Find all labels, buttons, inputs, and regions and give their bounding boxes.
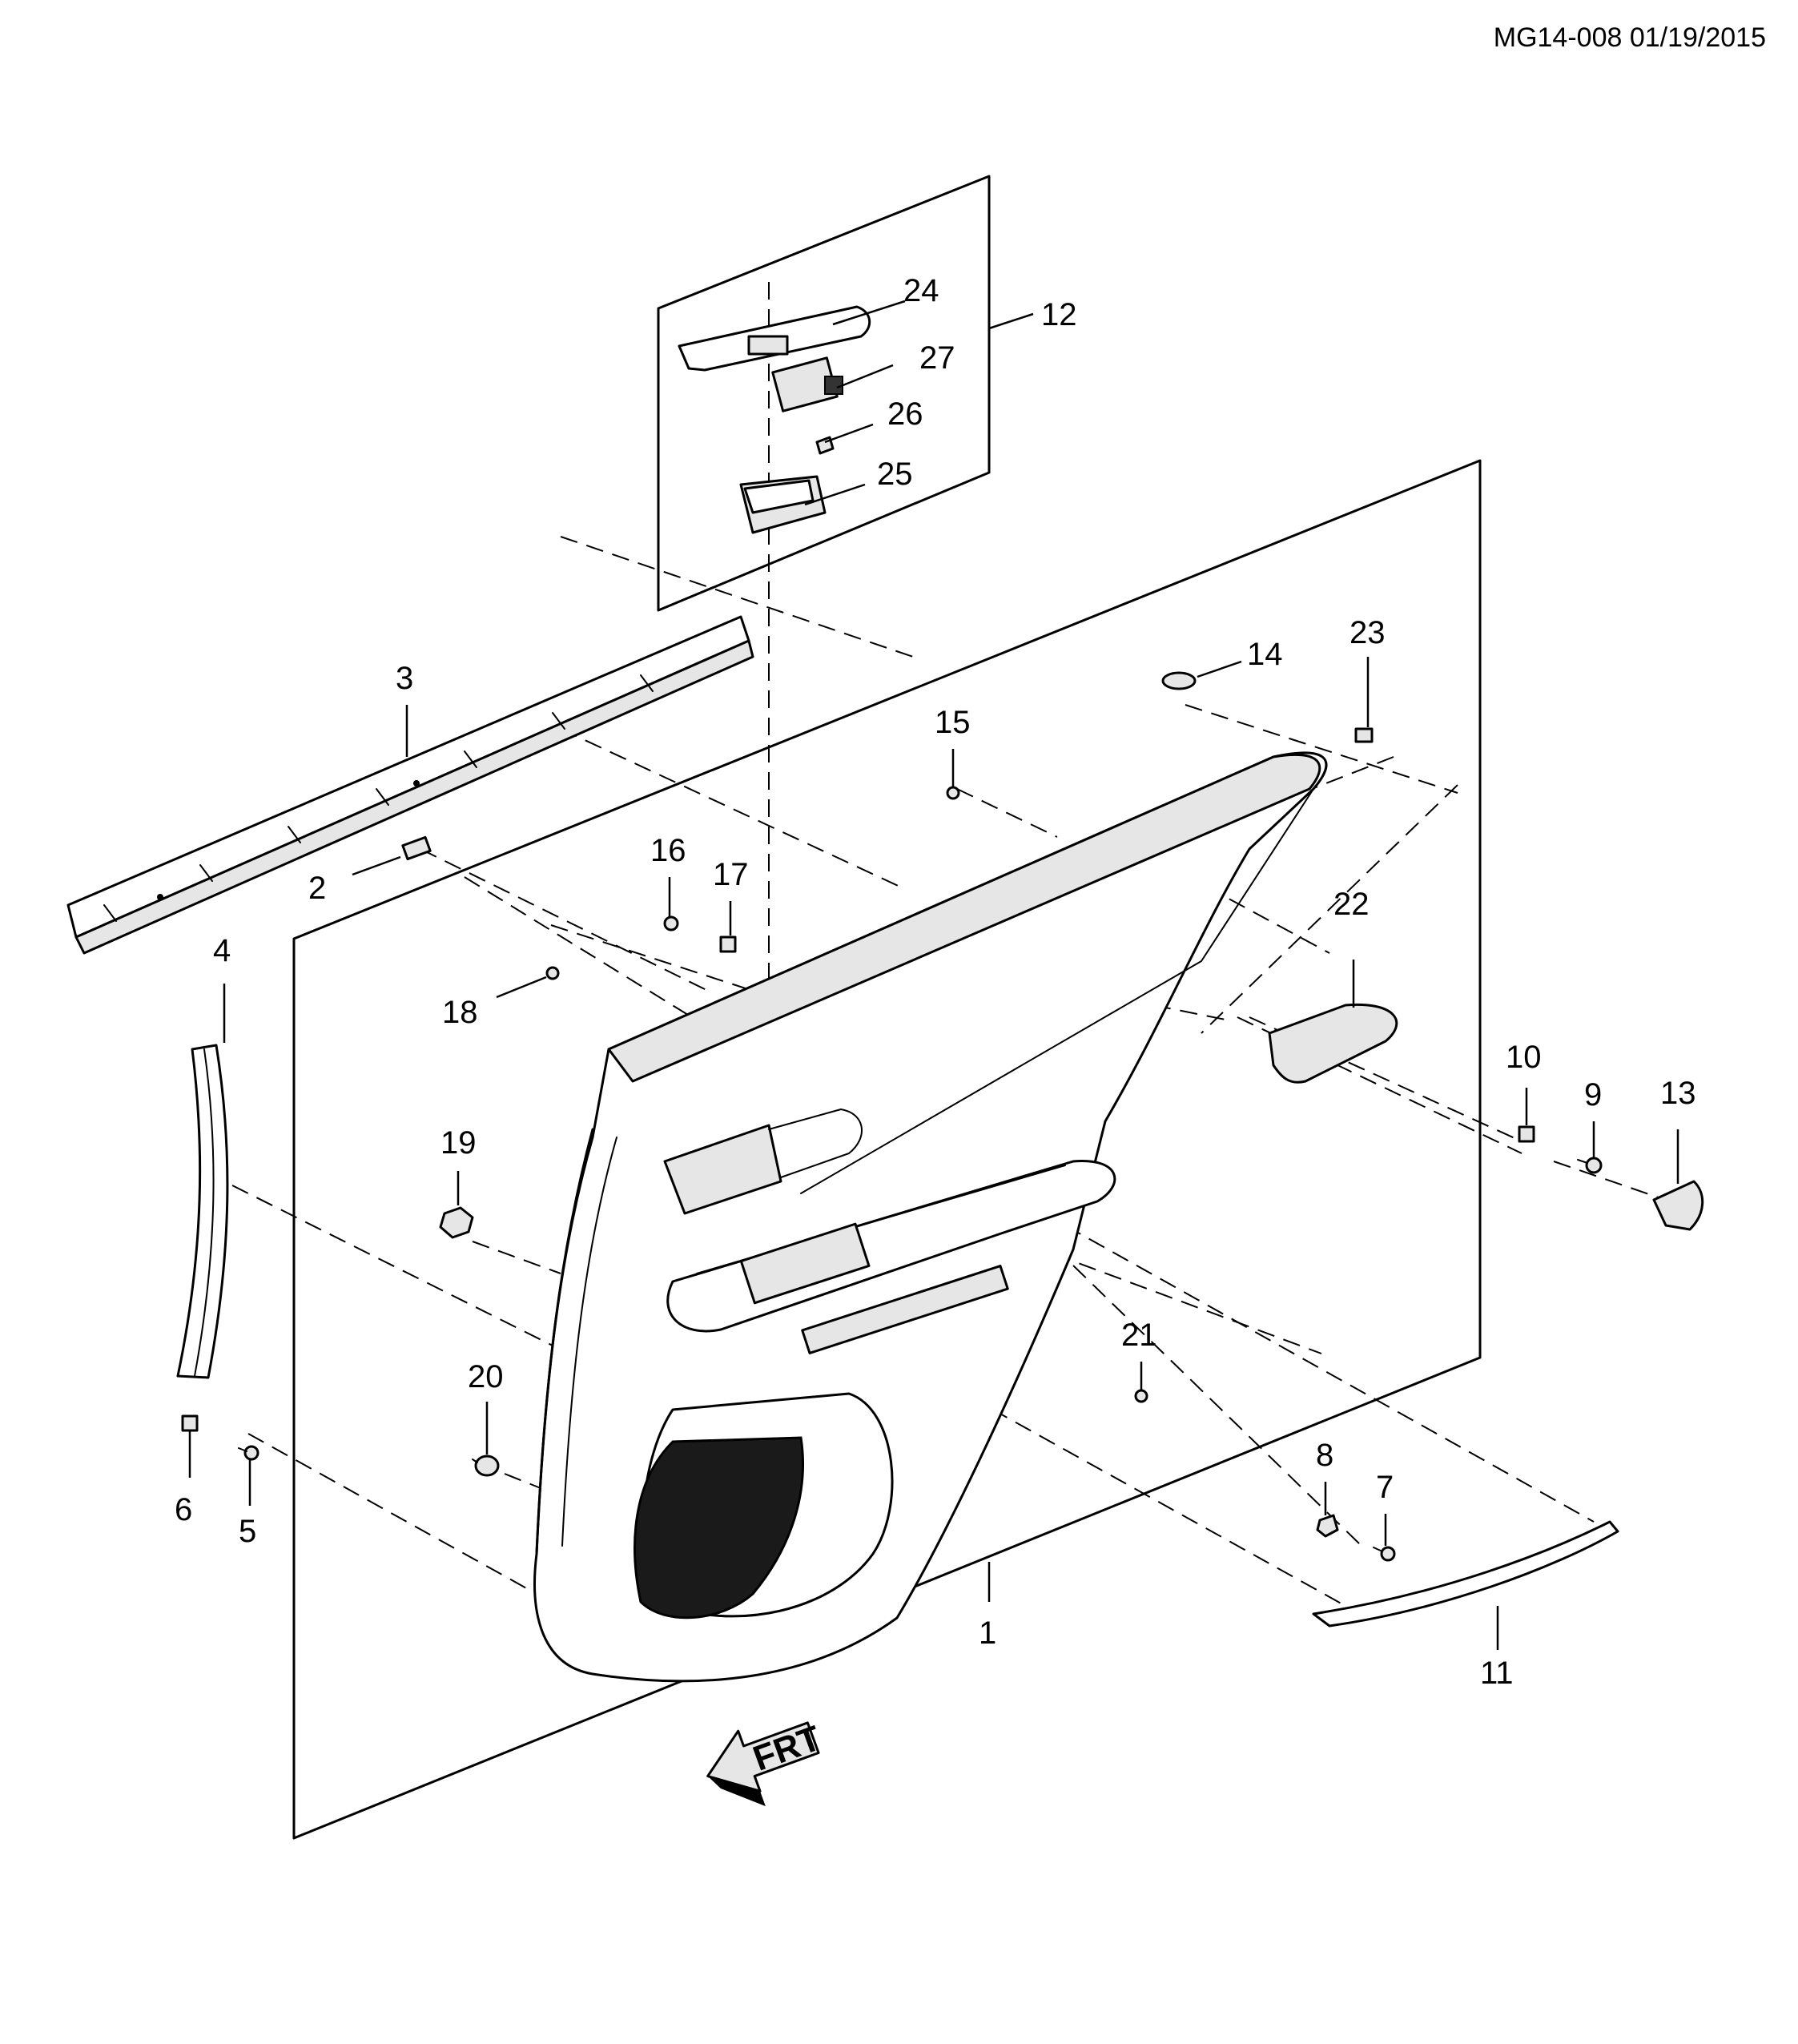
callout-1: 1 — [979, 1615, 996, 1651]
screw — [238, 1445, 259, 1461]
callout-23: 23 — [1350, 615, 1386, 650]
screw — [1373, 1546, 1396, 1562]
callout-20: 20 — [468, 1359, 504, 1394]
callout-15: 15 — [935, 705, 971, 740]
retainer-clip — [401, 835, 432, 861]
screw — [663, 915, 679, 931]
callout-12: 12 — [1041, 297, 1077, 332]
hex-nut — [439, 1206, 474, 1239]
lower-molding-strip — [1312, 1520, 1619, 1628]
callout-22: 22 — [1333, 887, 1370, 922]
switch-button — [771, 356, 843, 412]
screw — [545, 966, 560, 980]
door-trim-panel — [533, 751, 1328, 1683]
front-arrow-icon — [706, 1721, 820, 1793]
callout-10: 10 — [1506, 1040, 1542, 1075]
callout-25: 25 — [877, 457, 913, 492]
door-trim-panel-frame — [292, 459, 1482, 1840]
callout-5: 5 — [239, 1514, 256, 1549]
callout-18: 18 — [442, 995, 478, 1030]
callout-26: 26 — [887, 396, 923, 432]
front-direction-marker: FRT — [706, 1718, 826, 1807]
callout-21: 21 — [1121, 1318, 1157, 1353]
front-marker-label: FRT — [748, 1718, 826, 1778]
callout-24: 24 — [903, 273, 939, 308]
callout-11: 11 — [1480, 1656, 1514, 1691]
trim-cap — [1652, 1180, 1704, 1231]
switch-assembly-frame — [657, 175, 991, 612]
door-edge-seal — [176, 1044, 229, 1379]
screw — [1134, 1389, 1148, 1403]
callout-8: 8 — [1316, 1438, 1333, 1473]
retainer-clip — [719, 935, 737, 953]
callout-4: 4 — [213, 933, 231, 968]
screw — [946, 786, 960, 800]
callout-6: 6 — [175, 1492, 192, 1527]
callout-27: 27 — [919, 340, 955, 376]
callout-19: 19 — [440, 1125, 477, 1161]
screw — [1577, 1157, 1603, 1174]
window-switch — [739, 475, 827, 534]
callout-14: 14 — [1247, 637, 1283, 672]
retainer-clip — [1354, 727, 1374, 743]
callout-numbers: 1 2 3 4 5 6 7 8 9 10 11 12 13 14 15 16 1… — [175, 273, 1696, 1691]
callout-leaders — [188, 300, 1679, 1650]
callout-13: 13 — [1660, 1076, 1696, 1111]
nut-clip — [181, 1414, 199, 1432]
callout-16: 16 — [650, 833, 686, 868]
speaker-grille — [634, 1436, 804, 1620]
callout-3: 3 — [396, 661, 413, 696]
inside-handle — [1268, 1003, 1398, 1084]
retainer-clip — [1518, 1125, 1535, 1143]
callout-9: 9 — [1584, 1077, 1602, 1113]
callout-2: 2 — [308, 871, 326, 906]
window-switch-bezel — [678, 305, 871, 372]
callout-7: 7 — [1376, 1470, 1394, 1505]
nut-clip — [1316, 1514, 1339, 1538]
diagram-reference-code: MG14-008 01/19/2015 — [1493, 22, 1766, 53]
push-pin-retainer — [472, 1455, 500, 1477]
belt-molding-strip — [66, 615, 754, 955]
access-plug — [1161, 671, 1197, 690]
callout-17: 17 — [713, 857, 749, 892]
